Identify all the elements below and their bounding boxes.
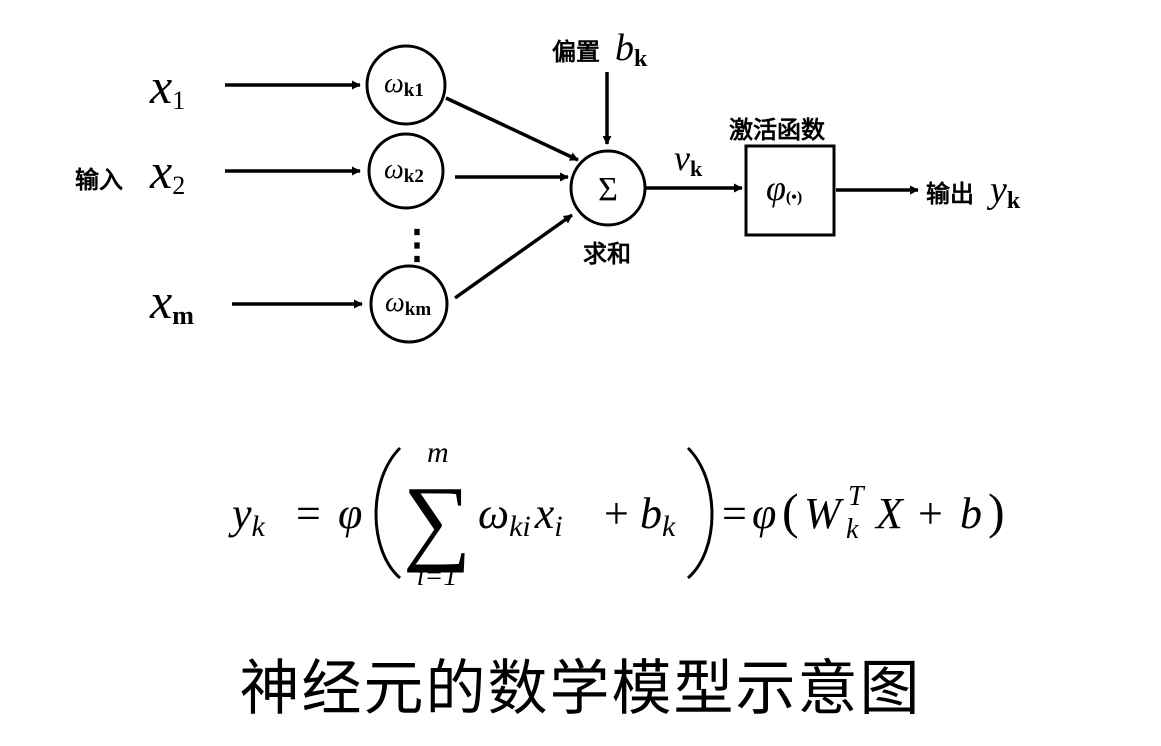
weight-node-km: ωkm [369,264,449,344]
weights-ellipsis: ⋮ [397,222,437,267]
svg-text:ωk2: ωk2 [384,154,424,187]
svg-text:ωk1: ωk1 [384,68,424,101]
formula-bias-term: bk [640,489,676,543]
svg-text:偏置: 偏置 [552,38,600,66]
arrow-w1-sum [445,96,579,162]
formula-equals-2: = [722,489,747,538]
formula-phi: φ [338,489,362,538]
activation-box: φ(•) [744,144,836,237]
v-label: vk [674,138,703,181]
formula-paren-close-2: ) [988,483,1005,539]
formula-b: b [960,489,982,538]
figure-caption: 神经元的数学模型示意图 [239,654,922,724]
formula-plus-2: + [918,489,943,538]
formula-right-paren [686,446,714,580]
formula-left-paren [374,446,402,580]
formula-sum-symbol: ∑ [403,466,471,573]
formula-equals: = [296,489,321,538]
svg-text:Σ: Σ [598,171,618,208]
output-y: yk [986,169,1021,214]
bias-label: 偏置 bk [552,27,648,72]
svg-text:yk: yk [986,169,1021,214]
input-label: 输入 [75,166,123,194]
output-label: 输出 [926,180,974,208]
formula-phi-2: φ [752,489,776,538]
svg-text:bk: bk [615,27,648,72]
formula: yk = φ m ∑ i=1 ωkixi + bk = φ ( W T k X … [228,436,1005,592]
formula-X: X [874,489,905,538]
formula-lhs: yk [228,489,266,543]
formula-W-sub: k [846,514,859,545]
summation-label: 求和 [583,240,631,268]
formula-paren-open-2: ( [782,483,799,539]
weight-node-k2: ωk2 [367,132,445,210]
formula-sum-lower: i=1 [417,561,458,592]
svg-text:x2: x2 [149,143,185,200]
summation-node: Σ [569,149,647,227]
input-x1: x1 [149,58,185,115]
formula-sum-upper: m [427,436,449,469]
svg-text:x1: x1 [149,58,185,115]
activation-label: 激活函数 [729,116,826,144]
formula-W-term: W [804,489,844,538]
svg-text:xm: xm [149,273,194,330]
formula-plus: + [604,489,629,538]
svg-text:φ(•): φ(•) [766,168,802,208]
weight-node-k1: ωk1 [365,44,447,126]
svg-text:vk: vk [674,138,703,181]
formula-W-sup: T [848,481,866,512]
arrow-wm-sum [453,213,574,300]
formula-omega-term: ωkixi [478,489,563,543]
svg-text:ωkm: ωkm [385,287,431,320]
input-xm: xm [149,273,194,330]
input-x2: x2 [149,143,185,200]
